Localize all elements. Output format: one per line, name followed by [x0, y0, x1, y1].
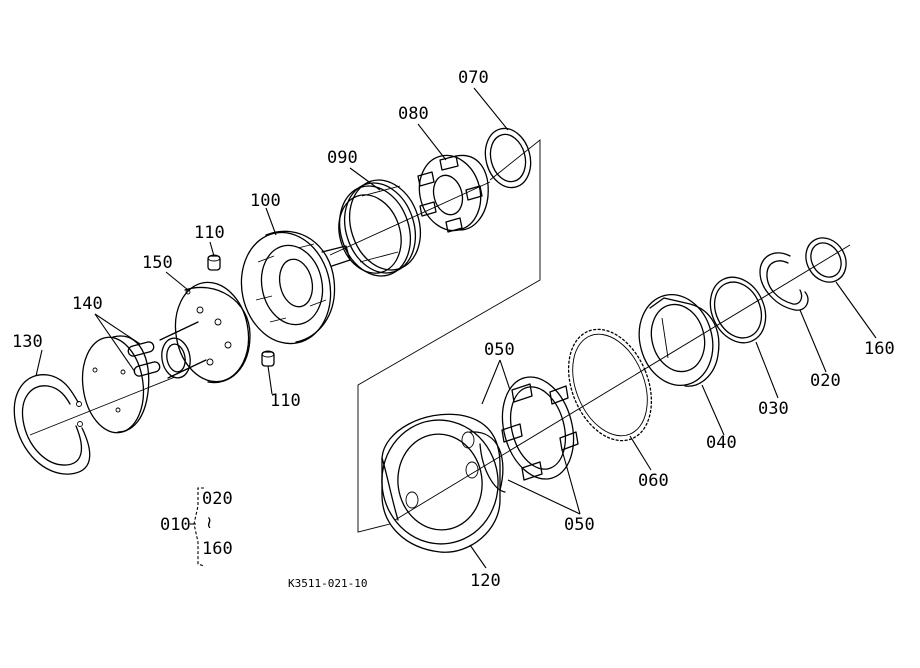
part-110-pin-upper — [207, 254, 221, 271]
label-110-upper: 110 — [194, 223, 225, 243]
part-030-ring — [709, 276, 767, 344]
label-160: 160 — [864, 339, 895, 359]
part-160-washer — [805, 237, 847, 283]
label-090: 090 — [327, 148, 358, 168]
part-050-segment-ring — [479, 376, 579, 493]
legend-parent: 010 — [160, 515, 191, 535]
leader-lines — [35, 87, 877, 569]
part-060-roller-ring — [567, 328, 653, 442]
part-070-thrust-washer — [484, 127, 532, 189]
part-100-bearing — [240, 230, 351, 345]
label-100: 100 — [250, 191, 281, 211]
label-060: 060 — [638, 471, 669, 491]
label-070: 070 — [458, 68, 489, 88]
part-090-spring-pack — [338, 179, 421, 277]
label-120: 120 — [470, 571, 501, 591]
drawing-code: K3511-021-10 — [288, 577, 367, 590]
assembly-legend: 010 020 ≀ 160 — [160, 487, 233, 567]
assembly-axis-lines — [29, 139, 851, 533]
legend-tilde: ≀ — [206, 513, 212, 533]
legend-from: 020 — [202, 489, 233, 509]
label-020: 020 — [810, 371, 841, 391]
part-130-snap-ring — [13, 374, 91, 475]
label-130: 130 — [12, 332, 43, 352]
part-110-pin-lower — [261, 350, 275, 367]
part-150-carrier — [159, 281, 251, 384]
label-110-lower: 110 — [270, 391, 301, 411]
label-140: 140 — [72, 294, 103, 314]
part-020-ring — [759, 252, 809, 311]
label-050-upper: 050 — [484, 340, 515, 360]
label-150: 150 — [142, 253, 173, 273]
label-050-lower: 050 — [564, 515, 595, 535]
label-040: 040 — [706, 433, 737, 453]
part-040-collar — [638, 293, 720, 387]
part-120-clutch-drum — [381, 413, 504, 553]
legend-to: 160 — [202, 539, 233, 559]
part-080-spline-hub — [417, 154, 489, 233]
label-030: 030 — [758, 399, 789, 419]
label-080: 080 — [398, 104, 429, 124]
part-labels: 070 080 090 100 110 150 140 130 110 050 … — [12, 68, 895, 591]
